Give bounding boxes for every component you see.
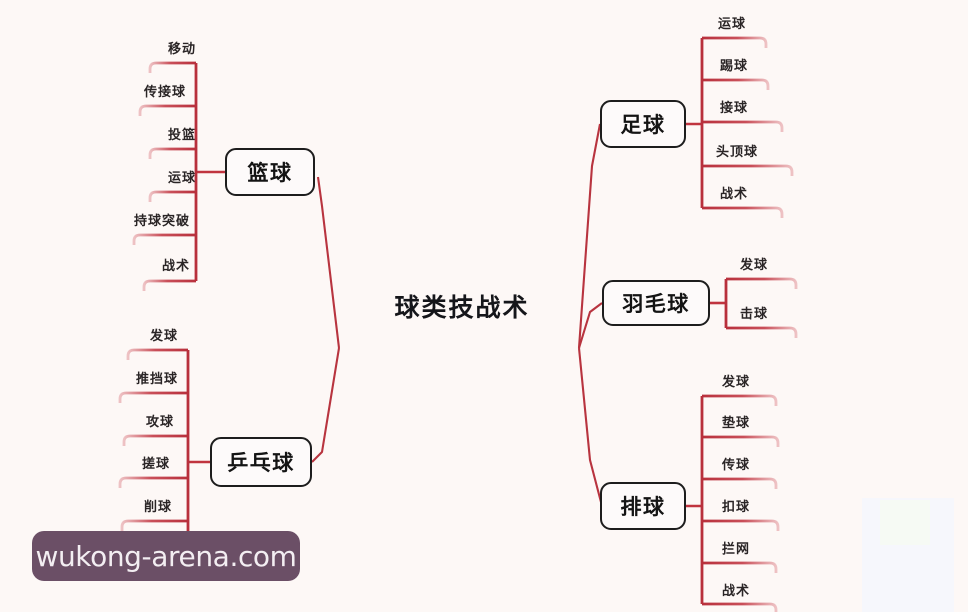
leaf-label: 发球 [740, 258, 769, 273]
leaf-basketball-5[interactable]: 战术 [110, 255, 190, 274]
leaf-football-4[interactable]: 战术 [720, 183, 748, 202]
branch-node-volleyball-label: 排球 [620, 495, 666, 519]
leaf-label: 发球 [722, 375, 751, 390]
branch-node-badminton-label: 羽毛球 [622, 292, 690, 316]
leaf-label: 移动 [167, 42, 196, 57]
leaf-basketball-0[interactable]: 移动 [116, 38, 196, 57]
leaf-label: 攻球 [145, 415, 174, 430]
branch-node-basketball-label: 篮球 [247, 161, 293, 185]
branch-node-table-tennis[interactable]: 乒乓球 [210, 437, 312, 487]
branch-node-basketball[interactable]: 篮球 [225, 148, 315, 196]
diagram-title: 球类技战术 [394, 293, 530, 322]
leaf-label: 搓球 [141, 457, 170, 472]
leaf-label: 垫球 [722, 416, 751, 431]
leaf-badminton-1[interactable]: 击球 [740, 303, 768, 322]
leaf-basketball-1[interactable]: 传接球 [106, 81, 186, 100]
leaf-label: 持球突破 [133, 214, 190, 229]
leaf-volleyball-4[interactable]: 拦网 [722, 538, 750, 557]
leaf-label: 传接球 [143, 85, 186, 100]
branch-node-football[interactable]: 足球 [600, 100, 686, 148]
leaf-table-tennis-0[interactable]: 发球 [98, 325, 178, 344]
leaf-table-tennis-4[interactable]: 削球 [92, 496, 172, 515]
leaf-basketball-4[interactable]: 持球突破 [100, 210, 190, 229]
branch-node-badminton[interactable]: 羽毛球 [602, 280, 710, 326]
leaf-table-tennis-3[interactable]: 搓球 [90, 453, 170, 472]
leaf-football-1[interactable]: 踢球 [720, 55, 748, 74]
leaf-volleyball-5[interactable]: 战术 [722, 580, 750, 599]
leaf-label: 接球 [720, 101, 749, 116]
leaf-label: 踢球 [720, 59, 749, 74]
watermark-badge: wukong-arena.com [32, 531, 300, 581]
leaf-football-3[interactable]: 头顶球 [716, 141, 758, 160]
leaf-football-2[interactable]: 接球 [720, 97, 748, 116]
leaf-label: 战术 [161, 259, 190, 274]
watermark-text: wukong-arena.com [35, 539, 297, 573]
leaf-label: 头顶球 [716, 145, 759, 160]
leaf-basketball-3[interactable]: 运球 [116, 167, 196, 186]
leaf-volleyball-3[interactable]: 扣球 [722, 496, 750, 515]
leaf-label: 削球 [143, 500, 172, 515]
branch-node-football-label: 足球 [620, 113, 666, 137]
leaf-table-tennis-2[interactable]: 攻球 [94, 411, 174, 430]
leaf-label: 战术 [722, 584, 751, 599]
leaf-label: 发球 [149, 329, 178, 344]
leaf-label: 传球 [722, 458, 751, 473]
leaf-volleyball-0[interactable]: 发球 [722, 371, 750, 390]
branch-node-table-tennis-label: 乒乓球 [227, 451, 295, 475]
leaf-label: 投篮 [167, 128, 196, 143]
leaf-football-0[interactable]: 运球 [718, 13, 746, 32]
leaf-label: 运球 [718, 17, 747, 32]
leaf-label: 推挡球 [135, 372, 178, 387]
leaf-basketball-2[interactable]: 投篮 [116, 124, 196, 143]
branch-node-volleyball[interactable]: 排球 [600, 482, 686, 530]
leaf-table-tennis-1[interactable]: 推挡球 [88, 368, 178, 387]
leaf-volleyball-2[interactable]: 传球 [722, 454, 750, 473]
leaf-label: 扣球 [722, 500, 751, 515]
leaf-volleyball-1[interactable]: 垫球 [722, 412, 750, 431]
leaf-label: 拦网 [722, 542, 751, 557]
leaf-label: 战术 [720, 187, 749, 202]
leaf-badminton-0[interactable]: 发球 [740, 254, 768, 273]
leaf-label: 运球 [167, 171, 196, 186]
leaf-label: 击球 [740, 307, 769, 322]
